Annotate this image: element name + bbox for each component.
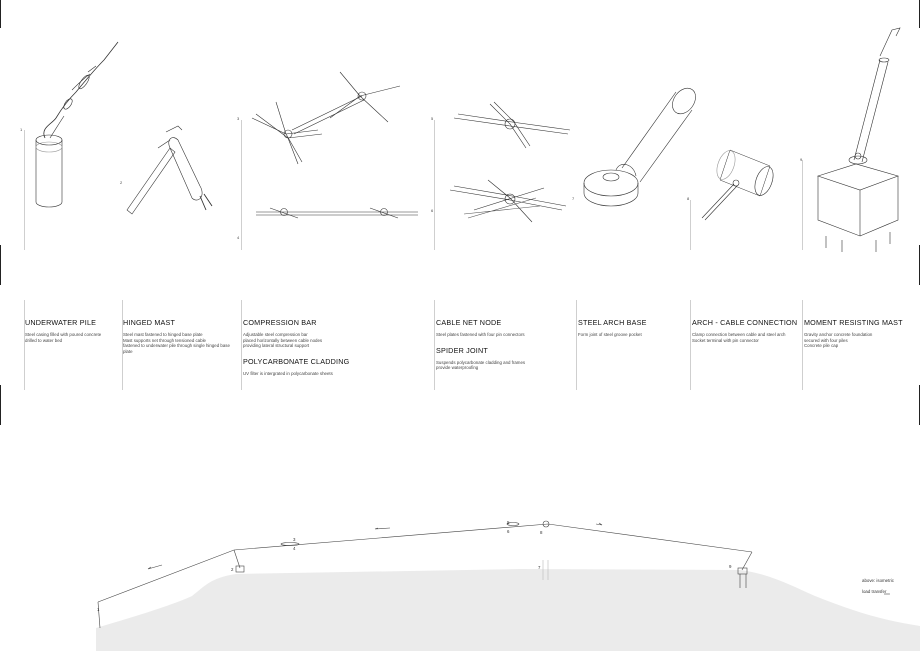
underwater-pile-title: UNDERWATER PILE	[25, 318, 97, 327]
underwater-pile-desc: Steel casing filled with poured concrete…	[25, 332, 102, 343]
divider-1b	[24, 300, 25, 390]
divider-5	[576, 300, 577, 390]
arch-cable-connection-title: ARCH - CABLE CONNECTION	[692, 318, 798, 327]
section-underwater-pile: UNDERWATER PILE Steel casing filled with…	[25, 318, 117, 351]
section-cable-net-node: CABLE NET NODE Steel plates fastened wit…	[436, 318, 571, 379]
piles-right	[739, 574, 747, 588]
divider-6	[690, 200, 691, 250]
compression-bar-drawing	[251, 71, 418, 219]
pile-cap-right	[737, 567, 748, 575]
spider-joint-desc: Suspends polycarbonate cladding and fram…	[436, 359, 526, 371]
hinged-mast-desc: Steel mast fastened to hinged base plate…	[123, 332, 230, 354]
load-arrow-2	[374, 527, 391, 530]
cable-node-marker	[506, 522, 520, 526]
drawing-number-7: 7	[572, 196, 575, 201]
section-label-6: 6	[507, 529, 510, 534]
moment-resisting-mast-title: MOMENT RESISTING MAST	[804, 318, 903, 327]
divider-7	[802, 160, 803, 250]
arch-cable-connection-desc: Clamp connection between cable and steel…	[692, 332, 786, 343]
divider-1	[24, 130, 25, 250]
load-arrow-3	[595, 522, 603, 526]
page-edge-left-top	[0, 0, 1, 28]
section-label-4: 4	[293, 546, 296, 551]
isometric-drawings	[35, 27, 901, 252]
arch-cable-connection-drawing	[701, 149, 774, 221]
cable-net-node-title: CABLE NET NODE	[436, 318, 502, 327]
page-edge-left-low	[0, 385, 1, 425]
section-arch-cable-connection: ARCH - CABLE CONNECTION Clamp connection…	[692, 318, 798, 351]
spider-joint-title: SPIDER JOINT	[436, 345, 488, 355]
divider-7b	[802, 300, 803, 390]
drawing-number-1: 1	[20, 127, 23, 132]
divider-3	[241, 120, 242, 250]
divider-4b	[434, 300, 435, 390]
section-label-8: 8	[540, 530, 543, 535]
mast-right	[741, 551, 753, 571]
arch-base-column	[542, 560, 549, 580]
divider-6b	[690, 300, 691, 390]
section-compression-bar: COMPRESSION BAR Adjustable steel compres…	[243, 318, 428, 384]
page-edge-left-mid	[0, 245, 1, 285]
pile-cap-left	[235, 565, 245, 573]
legend-load-transfer: load transfer	[862, 589, 887, 594]
edge-pile	[97, 601, 101, 629]
mast-left	[233, 549, 241, 569]
section-label-9: 9	[729, 564, 732, 569]
drawing-number-6: 6	[431, 208, 434, 213]
steel-arch-base-drawing	[583, 87, 696, 207]
polycarbonate-cladding-title: POLYCARBONATE CLADDING	[243, 356, 350, 366]
hinged-mast-drawing	[126, 125, 213, 215]
section-steel-arch-base: STEEL ARCH BASE Form joint of steel groo…	[578, 318, 686, 346]
section-label-5: 5	[507, 520, 510, 525]
load-arrow-1	[147, 564, 163, 570]
compression-bar-title: COMPRESSION BAR	[243, 318, 317, 327]
legend-isometric: above: isometric	[862, 578, 894, 583]
drawing-number-2: 2	[120, 180, 123, 185]
underwater-pile-drawing	[35, 41, 119, 208]
drawing-number-8: 8	[687, 196, 690, 201]
section-label-2: 2	[231, 567, 234, 572]
steel-arch-base-desc: Form joint of steel groove pocket	[578, 332, 642, 337]
arch-node	[542, 520, 550, 528]
structure-section-drawing: 1 2 3 4 5 6 7 8 9	[96, 520, 920, 651]
section-label-1: 1	[97, 607, 100, 612]
compression-bar-marker	[280, 542, 300, 546]
steel-arch-base-title: STEEL ARCH BASE	[578, 318, 647, 327]
divider-4	[434, 120, 435, 250]
cable-net-node-desc: Steel plates fastened with four pin conn…	[436, 332, 525, 337]
section-moment-resisting-mast: MOMENT RESISTING MAST Gravity anchor con…	[804, 318, 914, 357]
divider-2	[122, 300, 123, 390]
drawing-number-3: 3	[237, 116, 240, 121]
moment-resisting-mast-desc: Gravity anchor concrete foundation secur…	[804, 332, 873, 349]
ground-terrain	[96, 569, 920, 651]
section-label-3: 3	[293, 537, 296, 542]
section-hinged-mast: HINGED MAST Steel mast fastened to hinge…	[123, 318, 238, 362]
drawing-number-9: 9	[800, 157, 802, 162]
drawing-number-4: 4	[237, 235, 240, 240]
polycarbonate-cladding-desc: UV filter is intergrated in polycarbonat…	[243, 370, 333, 376]
hinged-mast-title: HINGED MAST	[123, 318, 176, 327]
compression-bar-desc: Adjustable steel compression bar placed …	[243, 332, 323, 349]
cable-net-line	[97, 523, 753, 603]
moment-resisting-mast-drawing	[817, 27, 901, 252]
section-label-7: 7	[538, 565, 541, 570]
drawing-number-5: 5	[431, 116, 434, 121]
cable-net-node-drawing	[449, 101, 571, 223]
divider-3b	[241, 300, 242, 390]
